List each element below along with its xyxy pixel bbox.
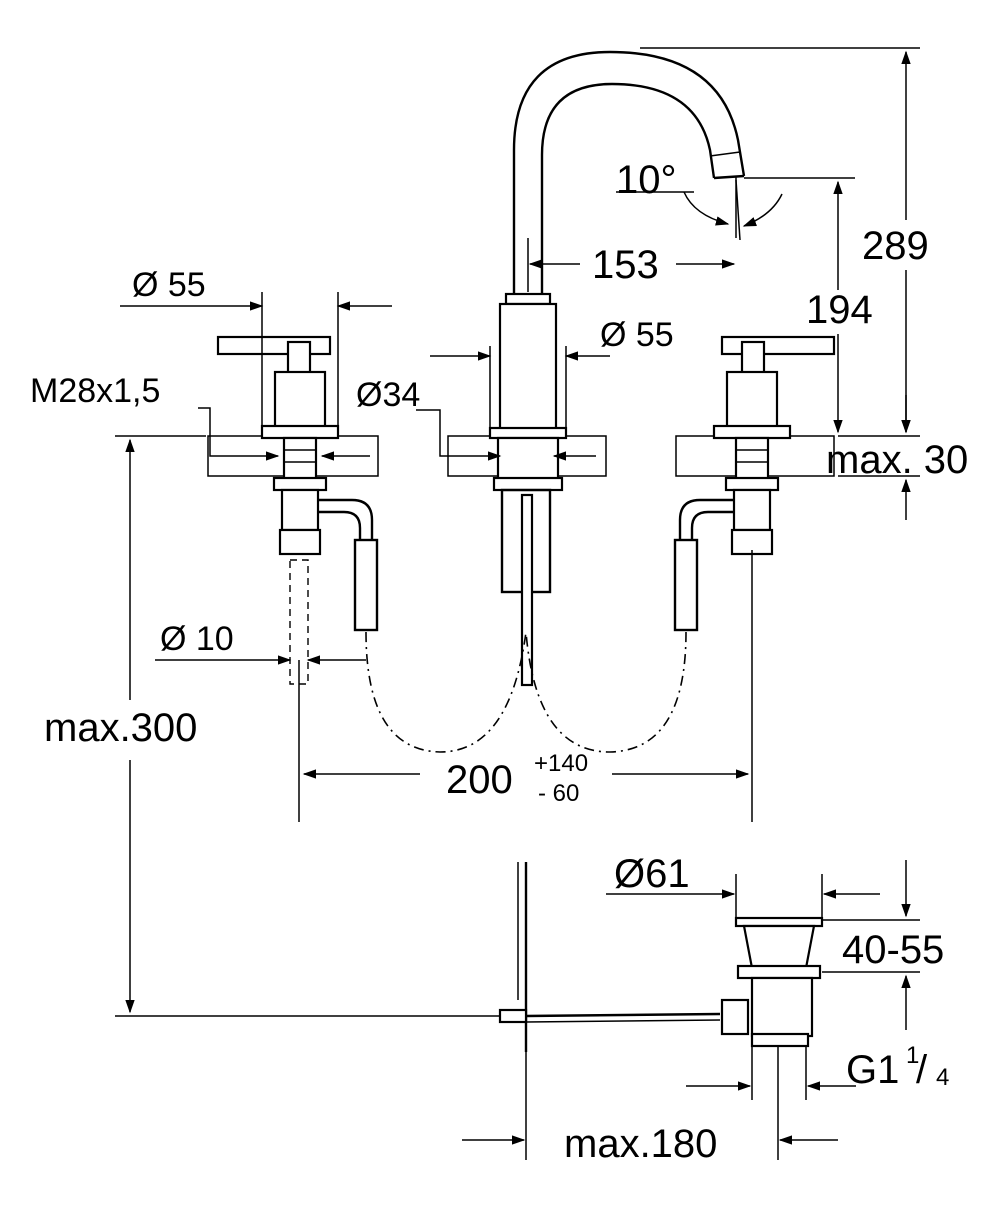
- thread-label: M28x1,5: [30, 372, 161, 410]
- pop-up-waste: [498, 862, 824, 1052]
- extension-lines: [115, 47, 920, 1160]
- spacing-plus-label: +140: [534, 750, 589, 777]
- angle-label: 10°: [616, 158, 677, 202]
- dia34-label: Ø34: [356, 376, 421, 414]
- g-thread-label: G1: [846, 1048, 900, 1092]
- spout: [488, 50, 746, 687]
- reach-label: 153: [592, 243, 659, 287]
- g-thread-numerator: 1: [906, 1042, 920, 1069]
- hose-paths: [365, 631, 687, 753]
- dia61-label: Ø61: [614, 852, 690, 896]
- height-289-label: 289: [862, 224, 929, 268]
- right-valve: [673, 335, 836, 632]
- spacing-minus-label: - 60: [538, 780, 580, 807]
- dimension-lines: [120, 50, 911, 1145]
- dia55-left-label: Ø 55: [132, 266, 206, 304]
- max30-label: max. 30: [826, 438, 969, 482]
- max180-label: max.180: [564, 1122, 718, 1166]
- dia55-right-label: Ø 55: [600, 316, 674, 354]
- max300-label: max.300: [44, 706, 198, 750]
- spacing-main-label: 200: [446, 758, 513, 802]
- dia10-label: Ø 10: [160, 620, 234, 658]
- g-thread-denominator: 4: [936, 1064, 950, 1091]
- g-thread-slash: /: [916, 1048, 928, 1092]
- range-40-55-label: 40-55: [842, 928, 945, 972]
- height-194-label: 194: [806, 288, 873, 332]
- left-valve: [216, 335, 379, 685]
